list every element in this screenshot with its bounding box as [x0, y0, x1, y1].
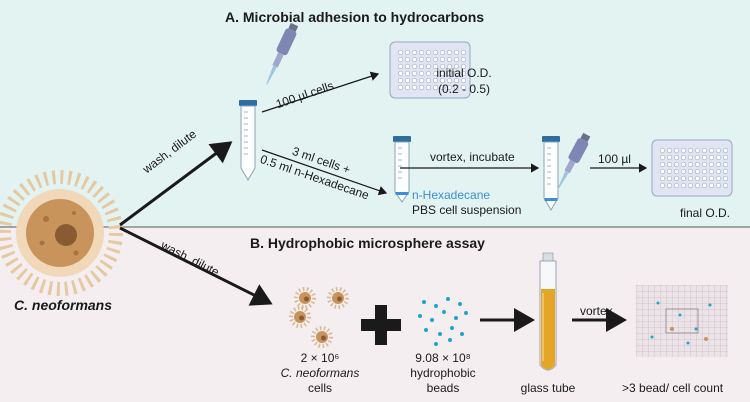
label-result: >3 bead/ cell count	[622, 381, 724, 395]
label-vortex-incubate: vortex, incubate	[430, 150, 515, 164]
yeast-cell-icon	[0, 170, 123, 296]
label-100ul: 100 µl	[598, 152, 631, 166]
arrow-to-cells-b	[119, 226, 273, 306]
cells-word: cells	[307, 381, 332, 395]
cells-name: C. neoformans	[280, 366, 360, 380]
well-plate-icon	[651, 139, 733, 197]
beads-desc-line2: hydrophobic	[410, 366, 476, 380]
beads-desc-line3: beads	[426, 381, 460, 395]
label-glass-tube: glass tube	[520, 381, 576, 395]
well-plate-icon	[389, 41, 471, 99]
pipette-icon	[266, 22, 299, 85]
label-pbs: PBS cell suspension	[412, 203, 522, 217]
panel-b-title: B. Hydrophobic microsphere assay	[250, 235, 485, 251]
label-initial-od-range: (0.2 - 0.5)	[437, 82, 491, 96]
label-vortex-b: vortex	[580, 304, 613, 318]
label-hexadecane: n-Hexadecane	[412, 188, 491, 202]
label-initial-od: initial O.D.	[436, 66, 492, 80]
label-final-od: final O.D.	[680, 206, 731, 220]
hemocytometer-icon	[636, 285, 728, 357]
pipette-icon	[557, 132, 591, 190]
arrow-to-mixture	[261, 149, 388, 196]
arrow-to-plate-initial	[261, 71, 380, 113]
cells-count: 2 × 10⁶	[300, 351, 340, 365]
arrow-to-tube-a	[119, 141, 233, 227]
tube-icon	[542, 136, 560, 211]
organism-label: C. neoformans	[14, 297, 113, 313]
panel-a-title: A. Microbial adhesion to hydrocarbons	[225, 9, 485, 25]
bead-icon	[418, 297, 468, 346]
tube-icon	[239, 100, 257, 181]
beads-count: 9.08 × 10⁸	[415, 351, 471, 365]
panel-a-background	[0, 0, 750, 227]
plus-icon	[361, 305, 401, 345]
tube-icon	[393, 136, 411, 203]
glass-tube-icon	[539, 252, 557, 371]
